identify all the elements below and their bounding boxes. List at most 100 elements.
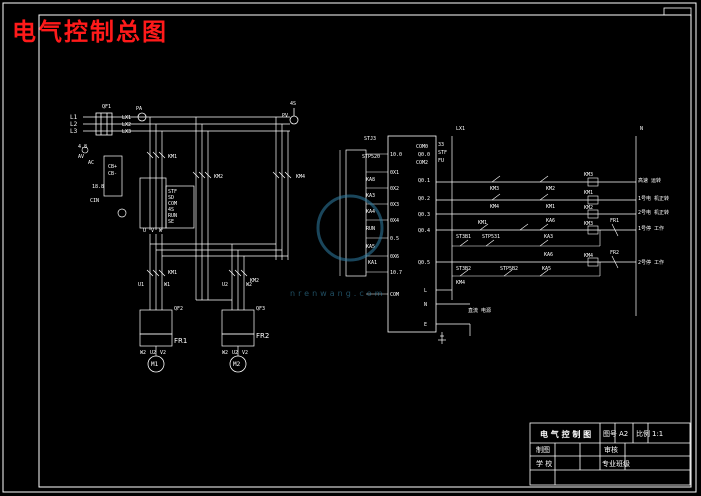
contact-15: FR1 [610, 218, 619, 224]
coil-2: KM2 [584, 205, 593, 211]
plc-term-1: STP520 [362, 154, 380, 160]
plc-term-8: KA1 [368, 260, 377, 266]
plc-in-7: 10.7 [390, 270, 402, 276]
meter-sensor-icon [81, 146, 89, 154]
note-3: 1号停 工作 [638, 225, 664, 232]
m2-low-u: U2 [232, 350, 238, 356]
plc-right-0: 33 [438, 142, 444, 148]
watermark-logo-icon [316, 194, 384, 262]
contact-12: STP5B2 [500, 266, 518, 272]
lx1-label: LX1 [122, 115, 131, 121]
m2-term-u: U2 [222, 282, 228, 288]
coil-4: KM4 [584, 253, 593, 259]
plc-in-5: 0.5 [390, 236, 399, 242]
coil-3: KM3 [584, 221, 593, 227]
m1-term-w: W1 [164, 282, 170, 288]
m2-term-w: W2 [246, 282, 252, 288]
title-block-drawn: 制图 [536, 445, 550, 454]
title-block-ratio: 1:1 [652, 430, 663, 438]
contact-1: KM2 [546, 186, 555, 192]
contact-13: KA5 [542, 266, 551, 272]
bus-drops [149, 117, 289, 300]
title-block-name: 电 气 控 制 图 [540, 429, 591, 439]
contact-11: ST3B2 [456, 266, 471, 272]
coil-1: KM1 [584, 190, 593, 196]
fuse-label: 4S [290, 101, 296, 107]
title-block-no-label: 图号 [603, 430, 617, 438]
plc-pwr-e: E [424, 322, 427, 328]
page-title: 电气控制总图 [12, 18, 168, 46]
m1-term-u: U1 [138, 282, 144, 288]
inv-label-5: COM [168, 201, 177, 207]
plc-term-4: KA4 [366, 209, 375, 215]
plc-out-2: COM2 [416, 160, 428, 166]
meter-label-g: CIN [90, 198, 99, 204]
plc-output-wiring [436, 136, 636, 344]
contact-9: KA3 [544, 234, 553, 240]
plc-in-0: 10.0 [390, 152, 402, 158]
plc-input-lines [339, 150, 388, 295]
meter-label-d: CB+ [108, 164, 117, 170]
contact-2: KM4 [490, 204, 499, 210]
plc-pwr-n: N [424, 302, 427, 308]
inv-label-6: 4S [168, 207, 174, 213]
contact-16: FR2 [610, 250, 619, 256]
meter-label-b: AV [78, 154, 84, 160]
contact-7: ST3B1 [456, 234, 471, 240]
plc-right-2: FU [438, 158, 444, 164]
lx3-label: LX3 [122, 129, 131, 135]
ladder-labels: KM3 KM1 KM2 KM3 KM4 KM3 KM2 KM4 KM1 KA6 … [456, 172, 669, 286]
contact-3: KM1 [546, 204, 555, 210]
lower-contacts [146, 269, 248, 277]
inv-label-1: SD [168, 195, 174, 201]
m2-relay-box [221, 333, 255, 347]
m1-relay-box [139, 333, 173, 347]
plc-out-3: Q0.1 [418, 178, 430, 184]
title-block-class: 专业班级 [602, 459, 630, 468]
ammeter-icon [137, 112, 147, 122]
neutral-label: N [640, 126, 643, 132]
plc-in-com: COM [390, 292, 399, 298]
meter-label-c: AC [88, 160, 94, 166]
km4-contacts [272, 171, 292, 179]
contact-10: KA6 [544, 252, 553, 258]
title-block-checked: 审核 [604, 445, 618, 454]
m1-breaker-box [139, 309, 173, 335]
m2-low-v: V2 [242, 350, 248, 356]
motor-wiring [149, 234, 288, 310]
plc-pwr-l: L [424, 288, 427, 294]
m1-low-u: U2 [150, 350, 156, 356]
motor-2-label: M2 [233, 361, 241, 368]
km4-label: KM4 [296, 174, 305, 180]
watermark-text: nrenwang.com [290, 289, 385, 298]
contact-0: KM3 [490, 186, 499, 192]
inv-label-8: RUN [168, 213, 177, 219]
m2-relay-label: FR2 [256, 332, 269, 340]
plc-term-0: STJ3 [364, 136, 376, 142]
m2-breaker-label: QF3 [256, 306, 265, 312]
plc-in-1: 0X1 [390, 170, 399, 176]
contact-8: STP531 [482, 234, 500, 240]
m1-breaker-label: QF2 [174, 306, 183, 312]
m1-low-v: V2 [160, 350, 166, 356]
plc-term-5: RUN [366, 226, 375, 232]
plc-out-4: Q0.2 [418, 196, 430, 202]
plc-in-3: 0X3 [390, 202, 399, 208]
contact-5: KM1 [478, 220, 487, 226]
inverter-block-right [165, 185, 195, 229]
note-0: 高速 运转 [638, 177, 661, 184]
meter-label-f: 18.8 [92, 184, 104, 190]
plc-right-1: STF [438, 150, 447, 156]
title-block-ratio-label: 比例 [636, 429, 650, 438]
plc-in-6: 0X6 [390, 254, 399, 260]
note-1: 1号电 机正转 [638, 195, 669, 202]
ladder-contacts [452, 175, 619, 277]
m1-low-w: W2 [140, 350, 146, 356]
title-block [529, 422, 691, 486]
contact-4: KA6 [546, 218, 555, 224]
plc-in-2: 0X2 [390, 186, 399, 192]
km-lower-1: KM1 [168, 270, 177, 276]
inner-frame [38, 14, 692, 488]
meter-label-a: 4.8 [78, 144, 87, 150]
